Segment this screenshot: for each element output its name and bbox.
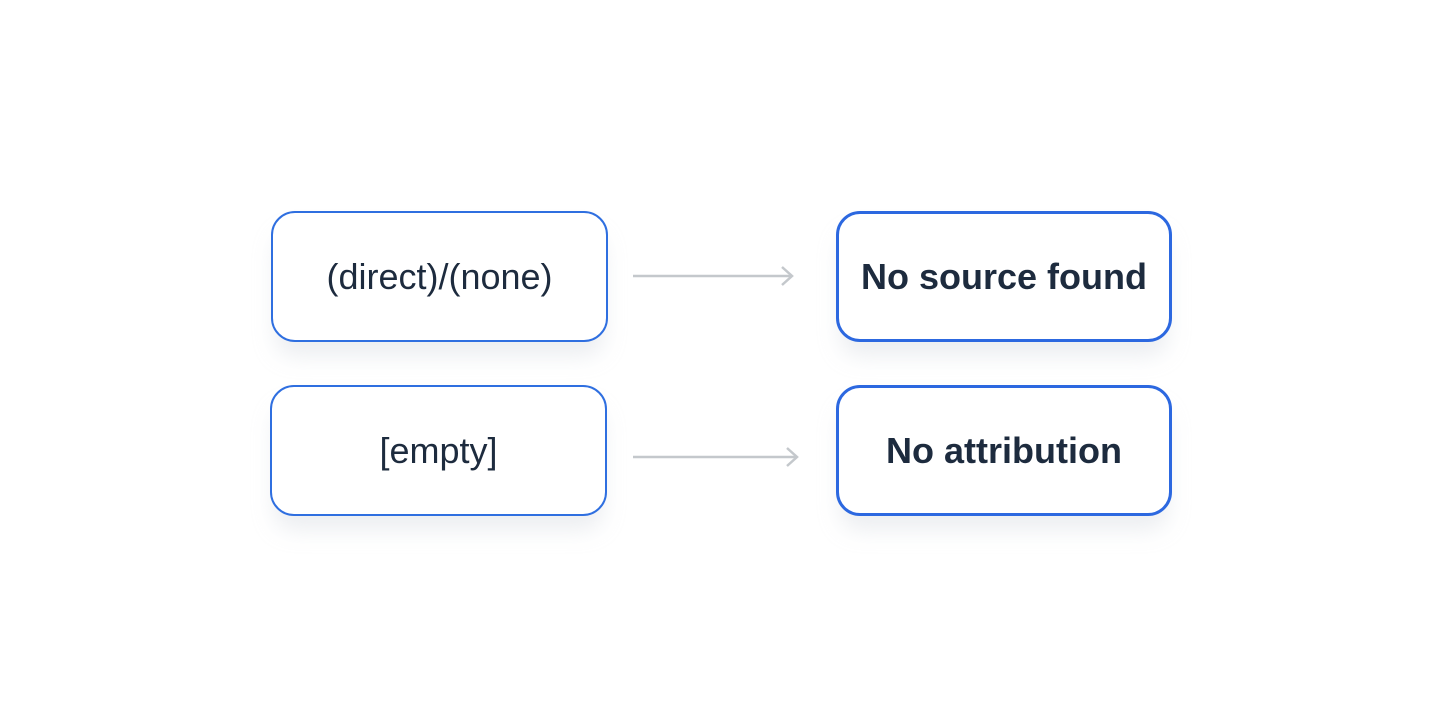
target-label: No source found xyxy=(861,255,1147,297)
arrow-right-icon xyxy=(633,447,799,467)
arrow-right-icon xyxy=(633,266,794,286)
target-box-no-source-found: No source found xyxy=(836,211,1172,342)
target-label: No attribution xyxy=(886,429,1122,471)
source-label: (direct)/(none) xyxy=(326,255,553,297)
source-label: [empty] xyxy=(379,429,498,471)
source-box-empty: [empty] xyxy=(270,385,607,516)
target-box-no-attribution: No attribution xyxy=(836,385,1172,516)
source-box-direct-none: (direct)/(none) xyxy=(271,211,608,342)
